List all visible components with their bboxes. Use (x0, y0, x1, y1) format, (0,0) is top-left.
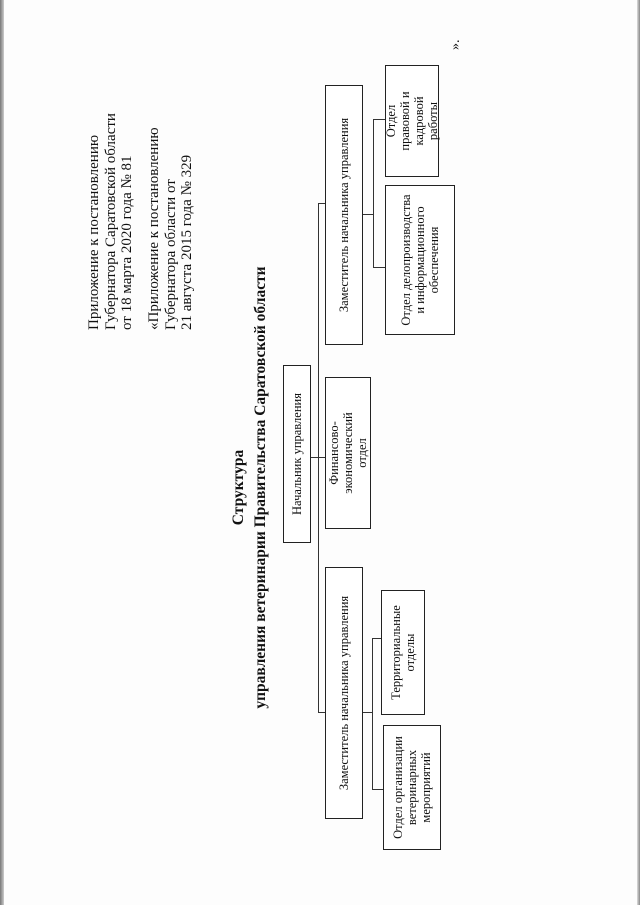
box-legal-hr-dept: Отдел правовой и кадровой работы (384, 65, 440, 177)
diagram-subtitle: управления ветеринарии Правительства Сар… (252, 266, 269, 709)
annotation-line: «Приложение к постановлению (146, 127, 162, 330)
annotation-line: от 18 марта 2020 года № 81 (119, 155, 135, 330)
box-deputy-right: Заместитель начальника управления (325, 85, 363, 345)
box-deputy-left: Заместитель начальника управления (325, 567, 363, 819)
annotation-original: «Приложение к постановлению Губернатора … (146, 127, 196, 330)
connector-left-child1 (372, 788, 383, 790)
box-vet-events-dept: Отдел организации ветеринарных мероприят… (383, 725, 441, 850)
box-territorial-depts: Территориальные отделы (381, 590, 425, 715)
annotation-line: 21 августа 2015 года № 329 (179, 154, 195, 330)
connector-right-up (362, 213, 373, 215)
connector-left-up (362, 711, 372, 713)
box-finance: Финансово-экономический отдел (325, 377, 371, 529)
connector-main (318, 203, 320, 713)
connector-right-children (373, 120, 375, 268)
box-head: Начальник управления (283, 365, 311, 543)
annotation-line: Губернатора области от (162, 179, 179, 330)
connector-right-child1 (373, 266, 385, 268)
closing-quote: ». (448, 39, 463, 51)
annotation-current: Приложение к постановлению Губернатора С… (86, 113, 136, 330)
scan-edge-right (637, 0, 640, 905)
annotation-line: Губернатора Саратовской области (102, 113, 119, 330)
box-records-info-dept: Отдел делопроизводства и информационного… (385, 185, 455, 335)
scan-edge-left (0, 0, 4, 905)
annotation-line: Приложение к постановлению (86, 134, 102, 330)
connector-left-children (372, 638, 374, 790)
diagram-title: Структура (230, 449, 247, 526)
connector-left-child2 (372, 637, 381, 639)
connector-head-finance (310, 456, 325, 458)
